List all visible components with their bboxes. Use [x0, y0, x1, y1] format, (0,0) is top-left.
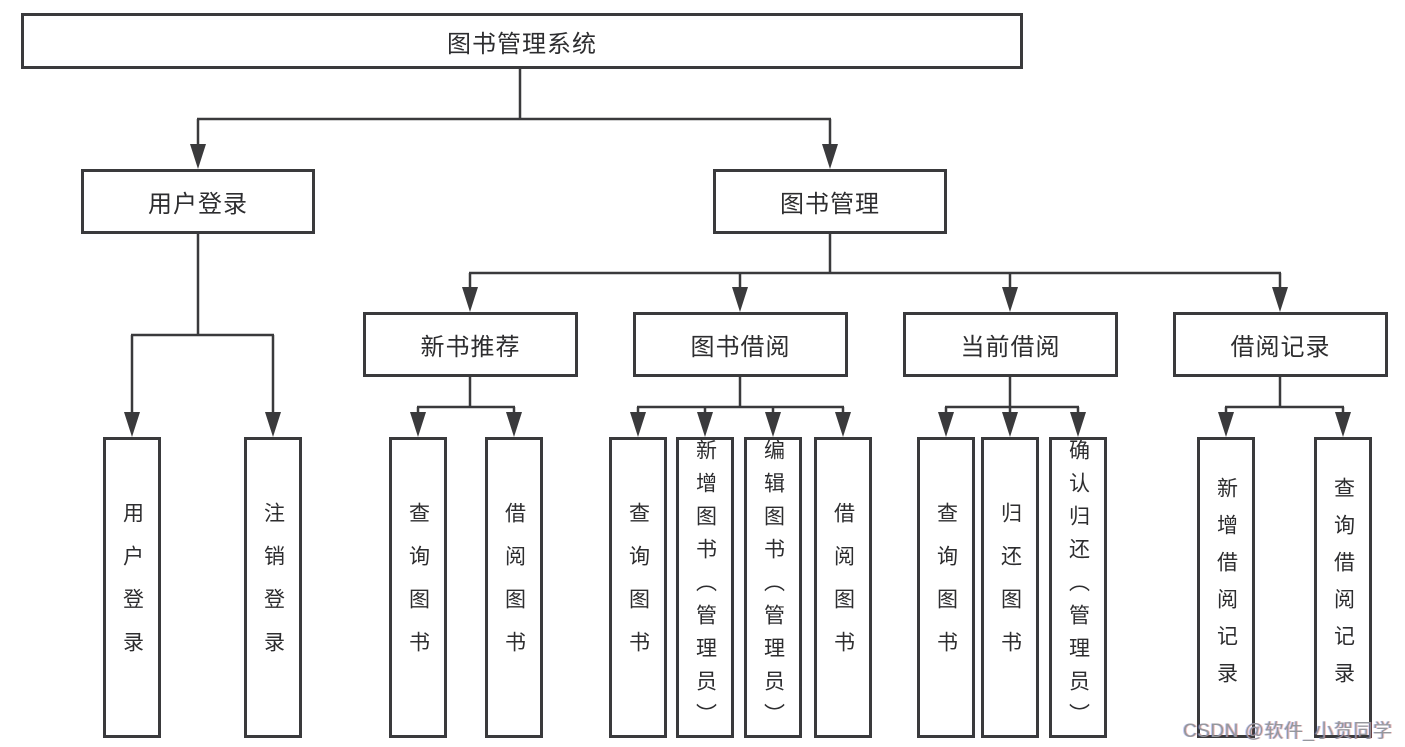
node-current-borrowing: 当前借阅 [903, 312, 1118, 377]
leaf-confirm-return-admin: 确认归还（管理员） [1049, 437, 1107, 738]
node-user-login: 用户登录 [81, 169, 315, 234]
leaf-add-books-admin-label: 新增图书（管理员） [693, 439, 717, 736]
arrowheads [124, 144, 1351, 437]
node-new-book-recommend-label: 新书推荐 [420, 334, 521, 361]
leaf-recommend-query-books: 查询图书 [389, 437, 447, 738]
node-root: 图书管理系统 [21, 13, 1023, 69]
leaf-recommend-borrow-books-label: 借阅图书 [502, 501, 526, 674]
node-borrowing-records-label: 借阅记录 [1230, 334, 1331, 361]
leaf-confirm-return-admin-label: 确认归还（管理员） [1066, 439, 1090, 736]
leaf-recommend-borrow-books: 借阅图书 [485, 437, 543, 738]
leaf-return-books: 归还图书 [981, 437, 1039, 738]
leaf-current-query-books: 查询图书 [917, 437, 975, 738]
leaf-user-login-label: 用户登录 [120, 501, 144, 674]
node-book-borrowing: 图书借阅 [633, 312, 848, 377]
leaf-borrow-books-label: 借阅图书 [831, 501, 855, 674]
leaf-current-query-books-label: 查询图书 [934, 501, 958, 674]
leaf-borrow-books: 借阅图书 [814, 437, 872, 738]
leaf-return-books-label: 归还图书 [998, 501, 1022, 674]
node-root-label: 图书管理系统 [447, 30, 597, 58]
node-book-management-label: 图书管理 [780, 191, 880, 218]
leaf-add-borrow-record: 新增借阅记录 [1197, 437, 1255, 738]
node-new-book-recommend: 新书推荐 [363, 312, 578, 377]
leaf-logout-label: 注销登录 [261, 501, 285, 674]
leaf-edit-books-admin-label: 编辑图书（管理员） [761, 439, 785, 736]
node-user-login-label: 用户登录 [148, 191, 248, 218]
leaf-edit-books-admin: 编辑图书（管理员） [744, 437, 802, 738]
leaf-add-borrow-record-label: 新增借阅记录 [1214, 476, 1238, 699]
csdn-watermark: CSDN @软件_小贺同学 [1183, 721, 1393, 742]
leaf-recommend-query-books-label: 查询图书 [406, 501, 430, 674]
leaf-borrowing-query-books-label: 查询图书 [626, 501, 650, 674]
leaf-user-login: 用户登录 [103, 437, 161, 738]
node-current-borrowing-label: 当前借阅 [960, 334, 1061, 361]
node-book-borrowing-label: 图书借阅 [690, 334, 791, 361]
leaf-borrowing-query-books: 查询图书 [609, 437, 667, 738]
leaf-query-borrow-record-label: 查询借阅记录 [1331, 476, 1355, 699]
leaf-logout: 注销登录 [244, 437, 302, 738]
node-borrowing-records: 借阅记录 [1173, 312, 1388, 377]
leaf-query-borrow-record: 查询借阅记录 [1314, 437, 1372, 738]
leaf-add-books-admin: 新增图书（管理员） [676, 437, 734, 738]
node-book-management: 图书管理 [713, 169, 947, 234]
